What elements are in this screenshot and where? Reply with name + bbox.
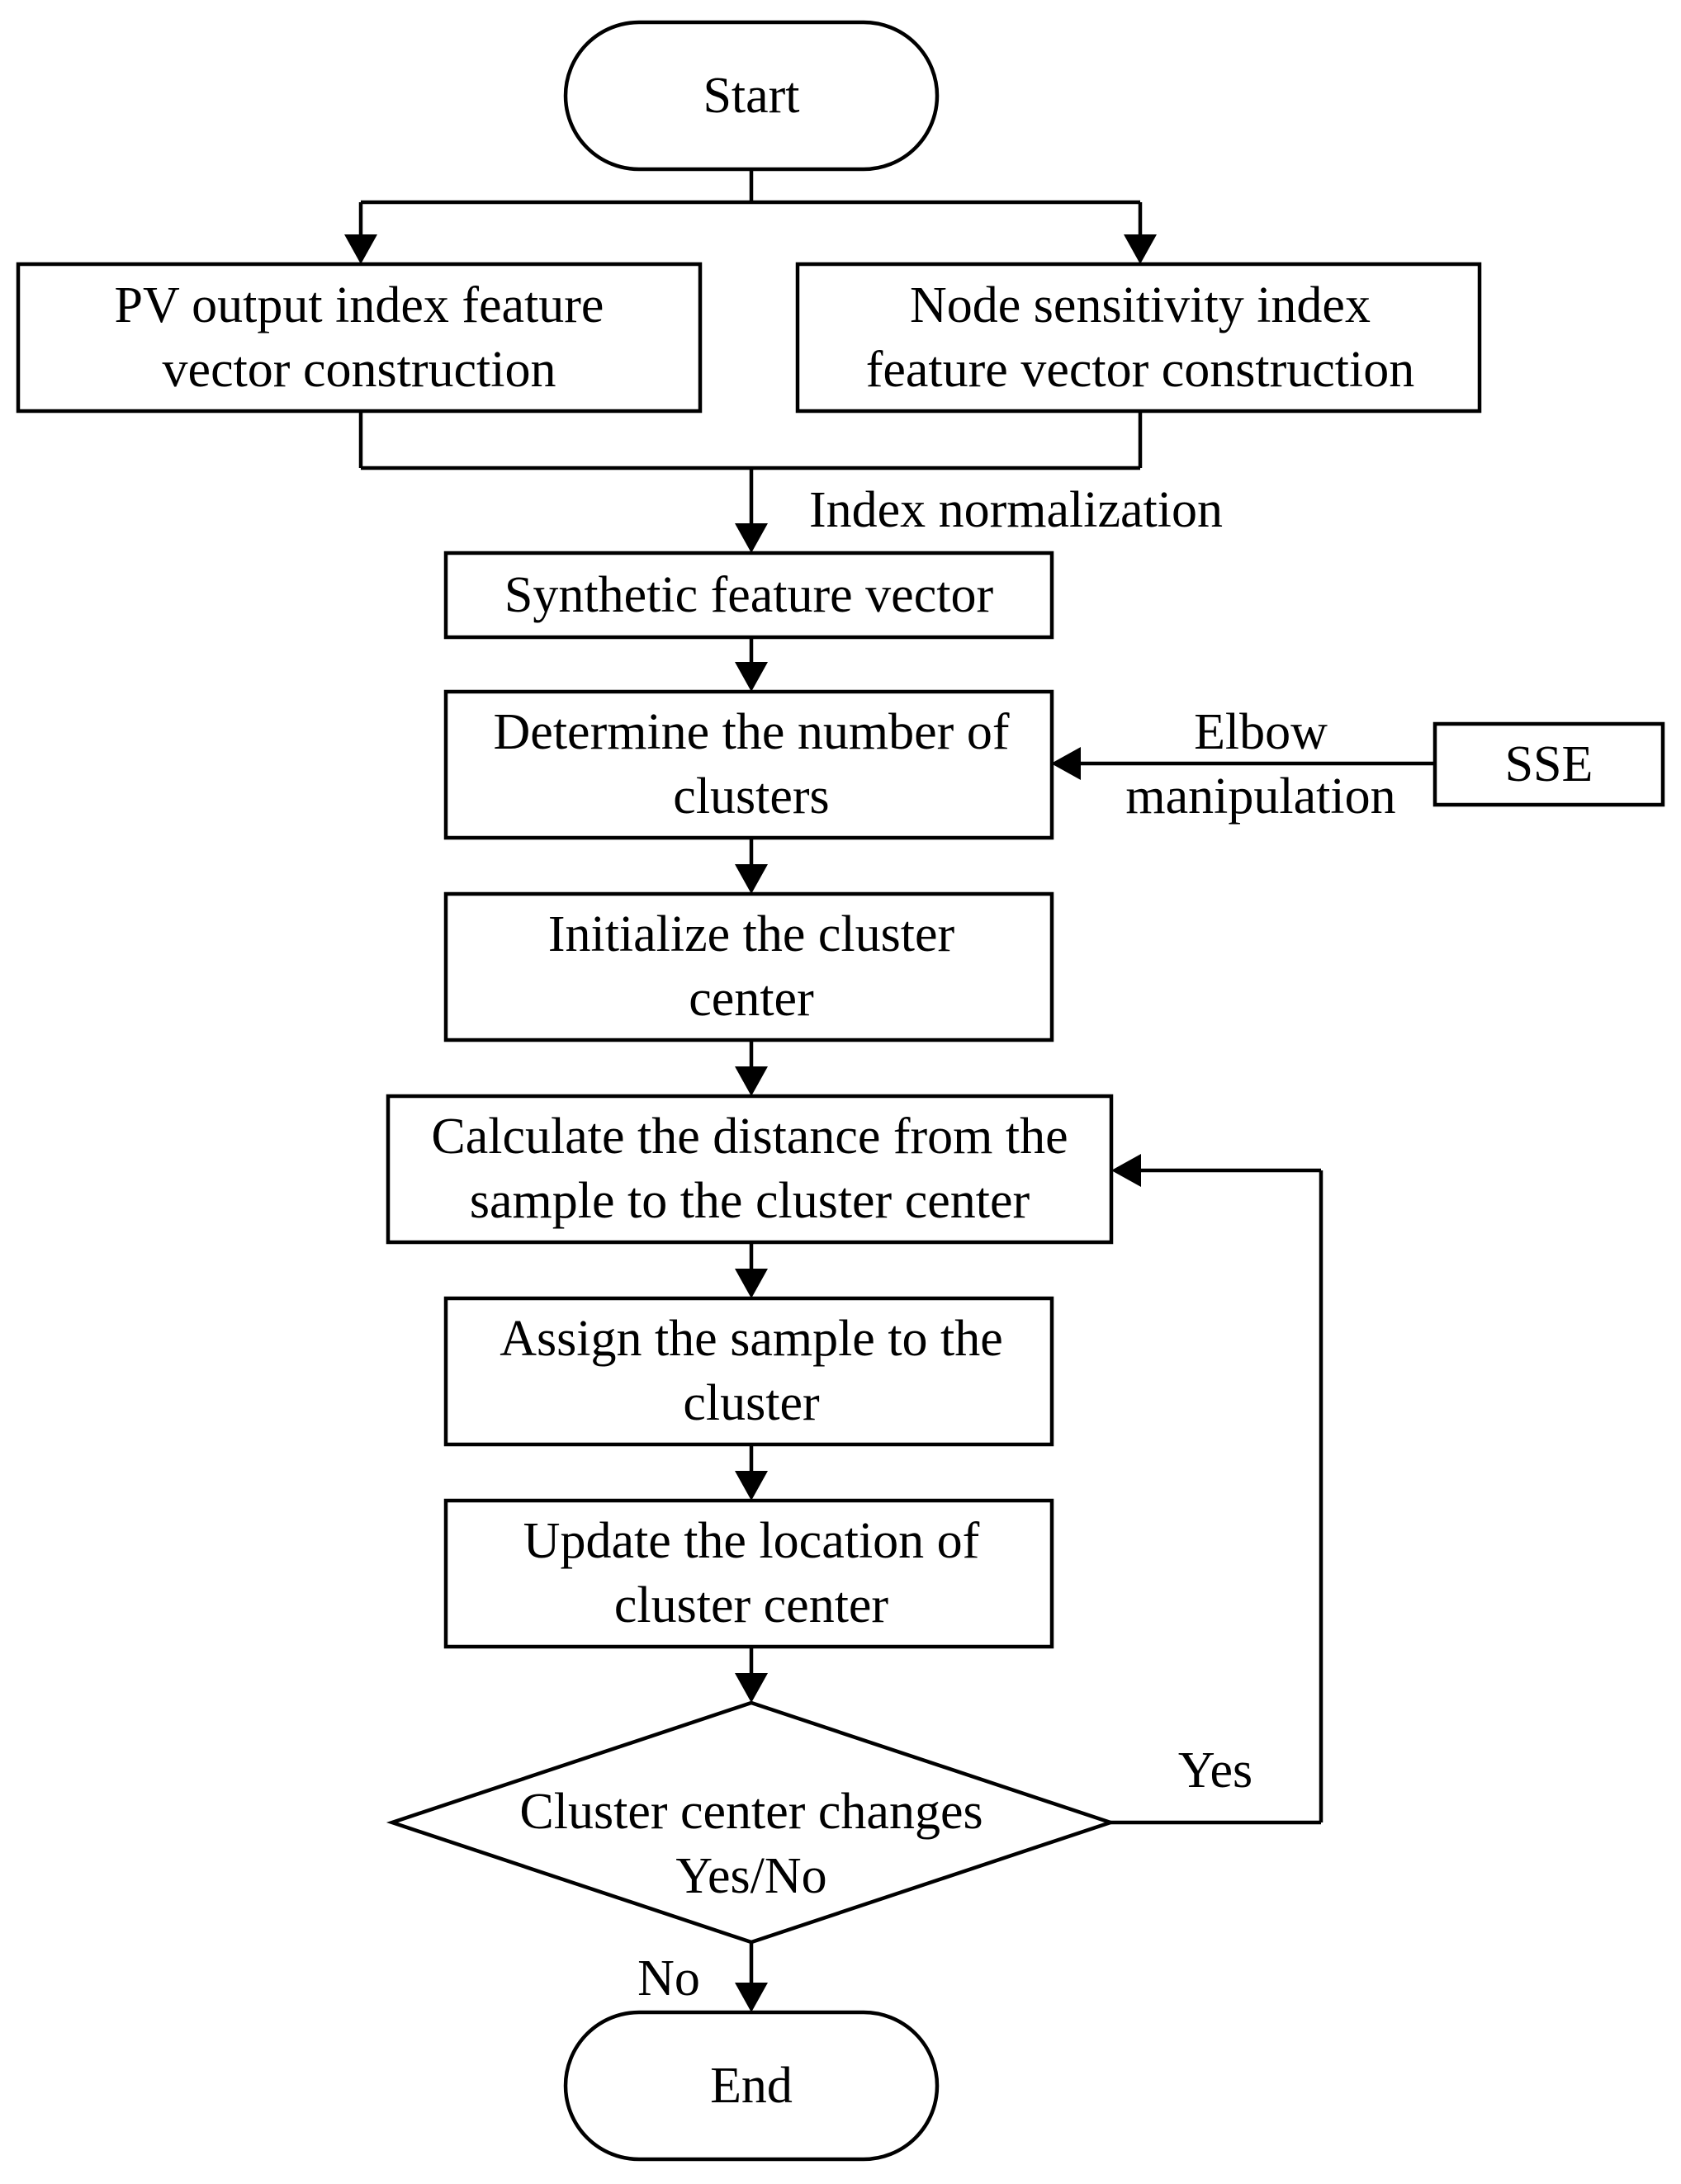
update-location-process: Update the location of cluster center [443, 1498, 1054, 1649]
pv-output-process: PV output index feature vector construct… [16, 262, 703, 414]
initialize-center-label-line1: Initialize the cluster [548, 906, 955, 962]
start-terminal: Start [563, 20, 940, 172]
arrow-yes-to-calculate [1111, 1154, 1141, 1187]
arrow-to-end [735, 1983, 768, 2012]
initialize-center-process: Initialize the cluster center [443, 891, 1054, 1042]
end-terminal: End [563, 2010, 940, 2162]
end-label: End [710, 2058, 793, 2114]
assign-sample-label-line2: cluster [683, 1375, 820, 1431]
arrow-to-initialize-center [735, 864, 768, 894]
determine-clusters-label-line1: Determine the number of [494, 704, 1010, 760]
determine-clusters-process: Determine the number of clusters [443, 689, 1054, 840]
arrow-to-node-sensitivity [1124, 234, 1157, 264]
sse-process: SSE [1432, 721, 1665, 807]
calculate-distance-label-line1: Calculate the distance from the [431, 1109, 1068, 1165]
elbow-label-line1: Elbow [1194, 704, 1328, 760]
node-sensitivity-label-line2: feature vector construction [866, 342, 1414, 398]
start-label: Start [703, 68, 799, 124]
update-location-label-line2: cluster center [614, 1577, 889, 1633]
initialize-center-label-line2: center [689, 971, 814, 1027]
synthetic-vector-label: Synthetic feature vector [504, 567, 994, 623]
yes-label: Yes [1178, 1742, 1252, 1799]
index-normalization-label: Index normalization [809, 482, 1223, 538]
node-sensitivity-process: Node sensitivity index feature vector co… [795, 262, 1482, 414]
calculate-distance-label-line2: sample to the cluster center [470, 1173, 1030, 1229]
node-sensitivity-label-line1: Node sensitivity index [910, 277, 1371, 333]
decision-diamond: Cluster center changes Yes/No [386, 1700, 1117, 1945]
no-label: No [637, 1950, 700, 2007]
arrow-to-calculate-distance [735, 1066, 768, 1096]
pv-output-label-line2: vector construction [163, 342, 556, 398]
arrow-to-synthetic-vector [735, 523, 768, 553]
arrow-to-determine-clusters [735, 662, 768, 692]
decision-label-line2: Yes/No [675, 1848, 826, 1904]
synthetic-vector-process: Synthetic feature vector [443, 551, 1054, 640]
determine-clusters-label-line2: clusters [673, 768, 829, 825]
arrow-to-decision [735, 1673, 768, 1703]
pv-output-label-line1: PV output index feature [115, 277, 604, 333]
arrow-to-assign-sample [735, 1269, 768, 1298]
arrow-elbow-to-determine [1051, 747, 1081, 780]
elbow-label-line2: manipulation [1125, 768, 1395, 825]
arrow-to-update-location [735, 1471, 768, 1501]
assign-sample-label-line1: Assign the sample to the [500, 1311, 1003, 1367]
arrow-to-pv-output [344, 234, 377, 264]
update-location-label-line1: Update the location of [523, 1513, 980, 1569]
calculate-distance-process: Calculate the distance from the sample t… [386, 1094, 1114, 1245]
sse-label: SSE [1505, 736, 1593, 792]
assign-sample-process: Assign the sample to the cluster [443, 1296, 1054, 1447]
decision-label-line1: Cluster center changes [519, 1784, 983, 1840]
